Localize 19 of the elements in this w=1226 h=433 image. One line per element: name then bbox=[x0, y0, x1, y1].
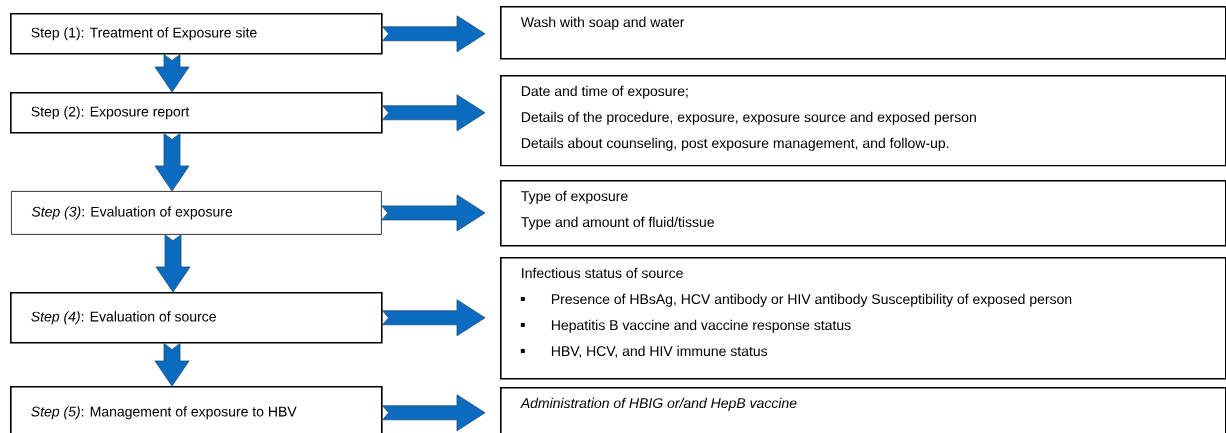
block-arrow bbox=[154, 343, 190, 387]
block-arrow bbox=[155, 234, 191, 293]
step-box: Step (5): Management of exposure to HBV bbox=[10, 386, 383, 433]
block-arrow bbox=[382, 94, 486, 132]
step-box: Step (1): Treatment of Exposure site bbox=[10, 13, 383, 55]
detail-box: Wash with soap and water bbox=[500, 6, 1226, 60]
detail-box: Date and time of exposure; Details of the procedure, exposure, exposure source and exposed person Details about counseling, post exposure management, and follow-up. bbox=[500, 75, 1226, 167]
block-arrow bbox=[154, 133, 190, 192]
block-arrow bbox=[154, 54, 190, 93]
step-box: Step (3): Evaluation of exposure bbox=[11, 191, 382, 235]
block-arrow bbox=[382, 394, 486, 432]
block-arrow bbox=[381, 194, 486, 232]
step-box: Step (2): Exposure report bbox=[10, 92, 383, 134]
detail-box: Type of exposure Type and amount of fluid/tissue bbox=[500, 180, 1226, 247]
detail-box: Infectious status of source Presence of HBsAg, HCV antibody or HIV antibody Susceptibility of exposed person Hepatitis B vaccine and vaccine response status HBV, HCV, and HIV immune status bbox=[500, 257, 1226, 380]
step-box: Step (4): Evaluation of source bbox=[10, 292, 383, 344]
detail-box: Administration of HBIG or/and HepB vaccine bbox=[500, 387, 1226, 433]
block-arrow bbox=[382, 299, 486, 337]
block-arrow bbox=[382, 15, 486, 53]
